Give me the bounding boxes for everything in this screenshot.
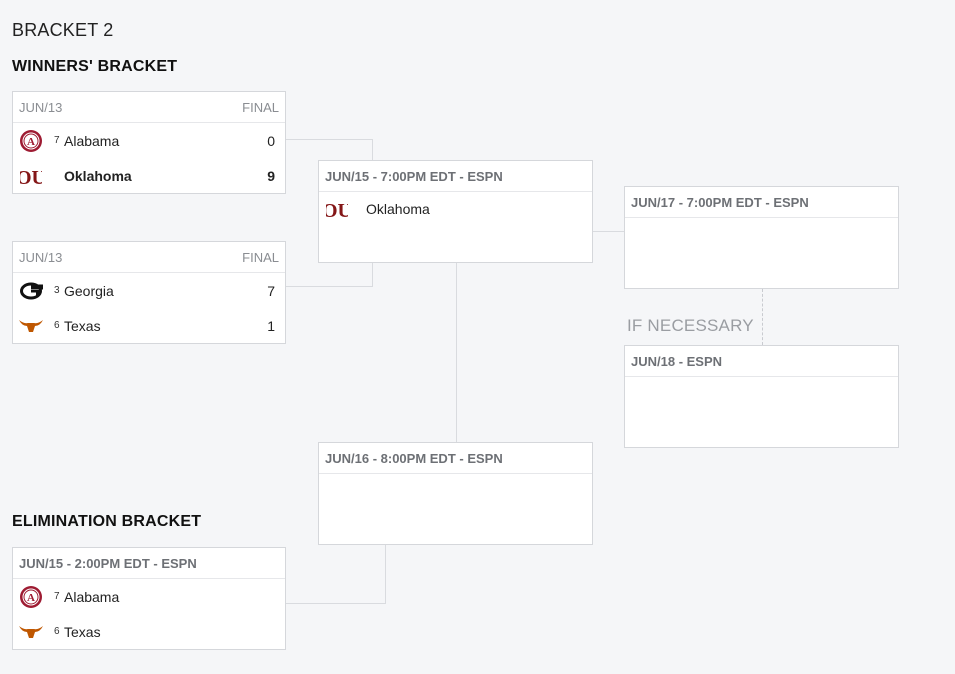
winners-bracket-title: WINNERS' BRACKET: [12, 58, 178, 75]
game-status: FINAL: [242, 99, 279, 115]
svg-text:OU: OU: [326, 200, 348, 221]
game-header: JUN/17 - 7:00PM EDT - ESPN: [625, 187, 898, 218]
connector-line: [385, 544, 386, 604]
game-header: JUN/15 - 2:00PM EDT - ESPN: [13, 548, 285, 579]
connector-line: [286, 139, 373, 140]
team-score: 7: [267, 282, 275, 299]
team-row-oklahoma[interactable]: OU Oklahoma: [319, 192, 592, 226]
connector-line: [286, 603, 386, 604]
team-name: Georgia: [64, 282, 114, 299]
game-status: FINAL: [242, 249, 279, 265]
game-card-jun15-elimination[interactable]: JUN/15 - 2:00PM EDT - ESPN A 7 Alabama 6…: [12, 547, 286, 650]
team-seed: 6: [54, 320, 60, 331]
team-name: Alabama: [64, 588, 120, 605]
team-seed: 3: [54, 285, 60, 296]
team-name: Oklahoma: [366, 201, 430, 217]
team-row-alabama[interactable]: A 7 Alabama 0: [13, 123, 285, 158]
game-header: JUN/13 FINAL: [13, 242, 285, 273]
team-row-alabama[interactable]: A 7 Alabama: [13, 579, 285, 614]
connector-line: [593, 231, 624, 232]
svg-text:A: A: [27, 592, 35, 604]
connector-line: [456, 262, 457, 442]
game-date: JUN/13: [19, 249, 63, 265]
team-name: Alabama: [64, 132, 120, 149]
team-row-texas[interactable]: 6 Texas: [13, 614, 285, 649]
svg-text:OU: OU: [20, 167, 42, 188]
game-schedule: JUN/15 - 7:00PM EDT - ESPN: [325, 168, 503, 184]
connector-line: [286, 286, 373, 287]
game-schedule: JUN/15 - 2:00PM EDT - ESPN: [19, 555, 197, 571]
game-header: JUN/16 - 8:00PM EDT - ESPN: [319, 443, 592, 474]
game-schedule: JUN/16 - 8:00PM EDT - ESPN: [325, 450, 503, 466]
game-card-jun13-alabama-oklahoma[interactable]: JUN/13 FINAL A 7 Alabama 0 OU Oklahoma 9: [12, 91, 286, 194]
game-header: JUN/13 FINAL: [13, 92, 285, 123]
texas-longhorn-icon: [18, 619, 44, 645]
team-score: 9: [267, 167, 275, 184]
game-card-jun17-final[interactable]: JUN/17 - 7:00PM EDT - ESPN: [624, 186, 899, 289]
team-seed: 7: [54, 591, 60, 602]
if-necessary-label: IF NECESSARY: [627, 316, 754, 335]
game-card-jun13-georgia-texas[interactable]: JUN/13 FINAL 3 Georgia 7 6 Texas 1: [12, 241, 286, 344]
texas-longhorn-icon: [18, 313, 44, 339]
game-schedule: JUN/18 - ESPN: [631, 353, 723, 369]
bracket-title: BRACKET 2: [12, 20, 114, 40]
connector-line: [372, 139, 373, 161]
game-schedule: JUN/17 - 7:00PM EDT - ESPN: [631, 194, 809, 210]
team-name: Oklahoma: [64, 167, 132, 184]
game-header: JUN/18 - ESPN: [625, 346, 898, 377]
team-seed: 7: [54, 135, 60, 146]
team-name: Texas: [64, 623, 101, 640]
dashed-connector: [762, 289, 763, 345]
team-row-texas[interactable]: 6 Texas 1: [13, 308, 285, 343]
game-card-jun15-winners[interactable]: JUN/15 - 7:00PM EDT - ESPN OU Oklahoma: [318, 160, 593, 263]
alabama-logo-icon: A: [18, 128, 44, 154]
game-card-jun16-elimination[interactable]: JUN/16 - 8:00PM EDT - ESPN: [318, 442, 593, 545]
svg-text:A: A: [27, 136, 35, 148]
team-score: 1: [267, 317, 275, 334]
georgia-logo-icon: [18, 278, 44, 304]
game-date: JUN/13: [19, 99, 63, 115]
team-name: Texas: [64, 317, 101, 334]
game-header: JUN/15 - 7:00PM EDT - ESPN: [319, 161, 592, 192]
oklahoma-logo-icon: OU: [18, 163, 44, 189]
game-card-jun18-if-necessary[interactable]: JUN/18 - ESPN: [624, 345, 899, 448]
oklahoma-logo-icon: OU: [324, 196, 350, 222]
team-row-georgia[interactable]: 3 Georgia 7: [13, 273, 285, 308]
team-row-oklahoma[interactable]: OU Oklahoma 9: [13, 158, 285, 193]
elimination-bracket-title: ELIMINATION BRACKET: [12, 513, 202, 530]
connector-line: [372, 262, 373, 287]
team-score: 0: [267, 132, 275, 149]
alabama-logo-icon: A: [18, 584, 44, 610]
team-seed: 6: [54, 626, 60, 637]
